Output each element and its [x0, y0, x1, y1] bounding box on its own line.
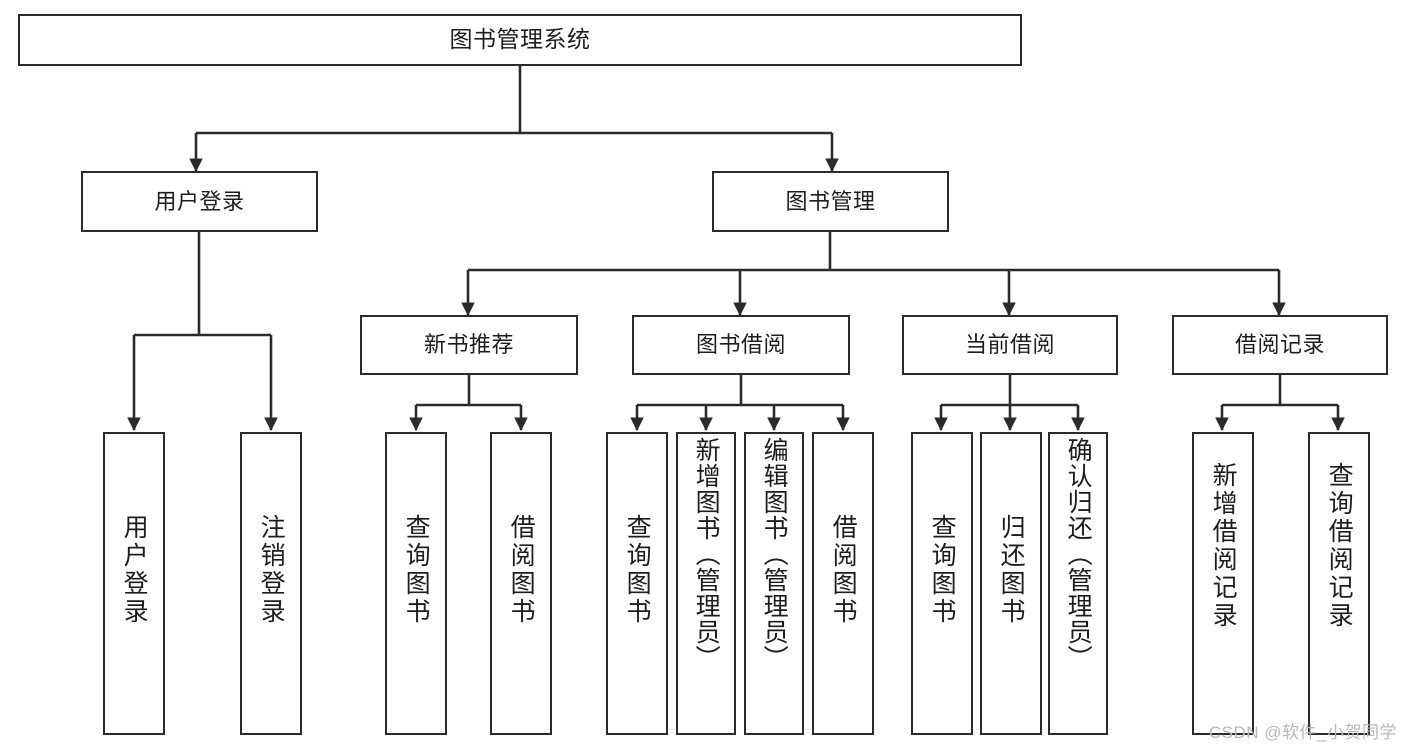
leaf-new-book-borrow-books[interactable]: 借阅图书 — [490, 432, 552, 735]
node-book-management[interactable]: 图书管理 — [712, 171, 949, 232]
node-new-book-recommendation[interactable]: 新书推荐 — [360, 315, 578, 375]
node-label: 编辑图书（管理员） — [760, 437, 789, 671]
leaf-book-borrow-edit-book-admin[interactable]: 编辑图书（管理员） — [744, 432, 804, 735]
node-label: 图书借阅 — [695, 332, 786, 358]
node-label: 图书管理系统 — [449, 26, 591, 53]
node-label: 图书管理 — [785, 188, 876, 214]
node-label: 注销登录 — [257, 514, 286, 626]
leaf-current-borrow-return-books[interactable]: 归还图书 — [980, 432, 1042, 735]
node-user-login[interactable]: 用户登录 — [81, 171, 318, 232]
node-label: 新增借阅记录 — [1209, 462, 1238, 630]
node-label: 用户登录 — [154, 188, 245, 214]
node-label: 归还图书 — [997, 514, 1026, 626]
leaf-borrow-record-add-record[interactable]: 新增借阅记录 — [1192, 432, 1254, 735]
node-book-borrowing[interactable]: 图书借阅 — [632, 315, 850, 375]
node-label: 查询图书 — [402, 514, 431, 626]
leaf-new-book-search-books[interactable]: 查询图书 — [385, 432, 447, 735]
node-label: 新增图书（管理员） — [692, 437, 721, 671]
node-label: 借阅图书 — [829, 514, 858, 626]
node-label: 查询图书 — [623, 514, 652, 626]
node-label: 新书推荐 — [423, 332, 514, 358]
csdn-watermark: CSDN @软件_小贺同学 — [1208, 723, 1397, 742]
leaf-book-borrow-add-book-admin[interactable]: 新增图书（管理员） — [676, 432, 736, 735]
leaf-borrow-record-search-record[interactable]: 查询借阅记录 — [1308, 432, 1370, 735]
node-borrow-records[interactable]: 借阅记录 — [1172, 315, 1388, 375]
node-label: 确认归还（管理员） — [1064, 437, 1093, 671]
leaf-user-login-signin[interactable]: 用户登录 — [103, 432, 165, 735]
node-current-borrowing[interactable]: 当前借阅 — [902, 315, 1118, 375]
node-label: 借阅图书 — [507, 514, 536, 626]
leaf-book-borrow-borrow-books[interactable]: 借阅图书 — [812, 432, 874, 735]
leaf-user-login-signout[interactable]: 注销登录 — [240, 432, 302, 735]
node-root-book-management-system[interactable]: 图书管理系统 — [18, 14, 1022, 66]
node-label: 用户登录 — [120, 514, 149, 626]
node-label: 借阅记录 — [1234, 332, 1325, 358]
leaf-current-borrow-search-books[interactable]: 查询图书 — [911, 432, 973, 735]
leaf-book-borrow-search-books[interactable]: 查询图书 — [606, 432, 668, 735]
node-label: 查询图书 — [928, 514, 957, 626]
node-label: 查询借阅记录 — [1325, 462, 1354, 630]
node-label: 当前借阅 — [964, 332, 1055, 358]
leaf-current-borrow-confirm-return-admin[interactable]: 确认归还（管理员） — [1048, 432, 1108, 735]
